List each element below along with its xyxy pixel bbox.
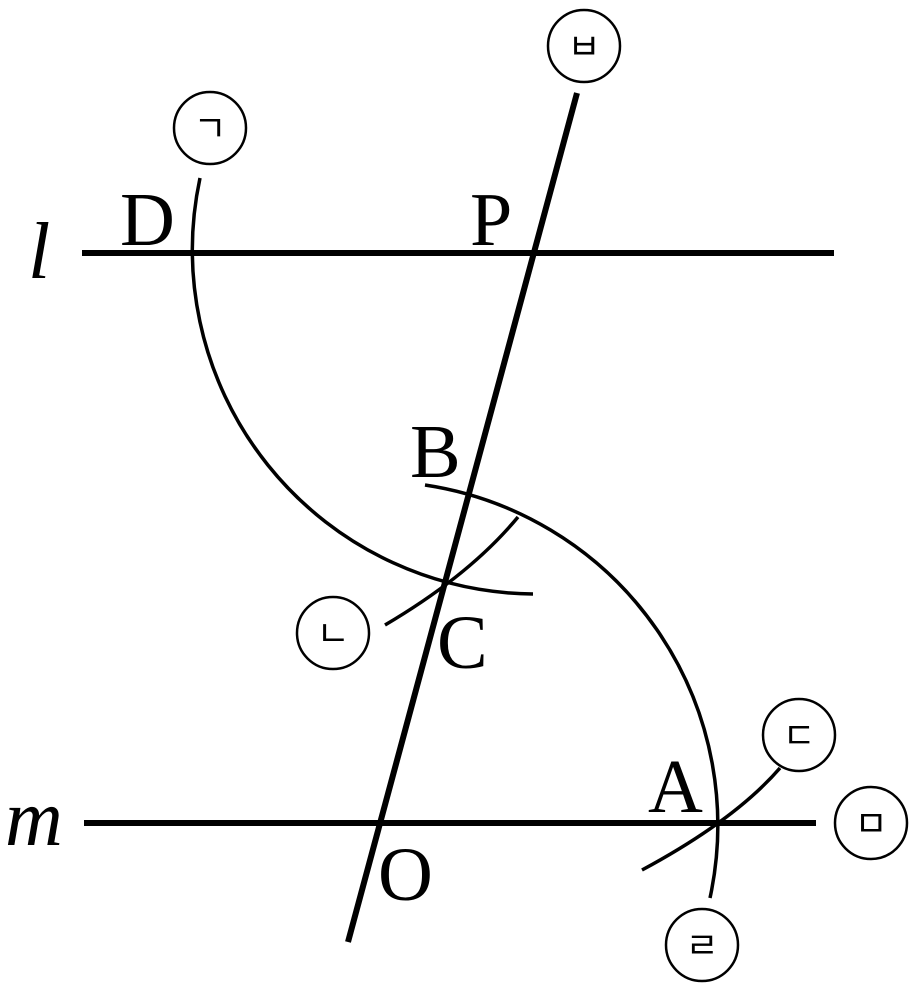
step-label-nieun: ㄴ [316,614,349,655]
step-marker-rieul: ㄹ [664,907,740,983]
step-label-mieum: ㅁ [854,804,887,845]
arc-center-p [190,177,534,596]
arc-cross-c [384,515,520,627]
transversal-line [345,92,580,943]
point-o-label: O [378,833,433,917]
point-a-label: A [648,745,703,829]
point-b-label: B [410,410,461,494]
step-marker-bieup: ㅂ [546,8,622,84]
point-p-label: P [470,178,512,262]
step-label-digeut: ㄷ [782,716,815,757]
step-marker-giyeok: ㄱ [172,90,248,166]
line-l-label: l [28,208,50,296]
step-marker-nieun: ㄴ [295,595,371,671]
point-d-label: D [120,178,175,262]
step-label-bieup: ㅂ [567,27,600,68]
step-marker-mieum: ㅁ [833,785,909,861]
arc-center-o [424,483,720,899]
arc-cross-a [641,766,782,872]
step-label-giyeok: ㄱ [193,109,226,150]
point-c-label: C [437,601,488,685]
step-marker-digeut: ㄷ [761,697,837,773]
step-label-rieul: ㄹ [685,926,718,967]
line-m-label: m [5,775,63,863]
